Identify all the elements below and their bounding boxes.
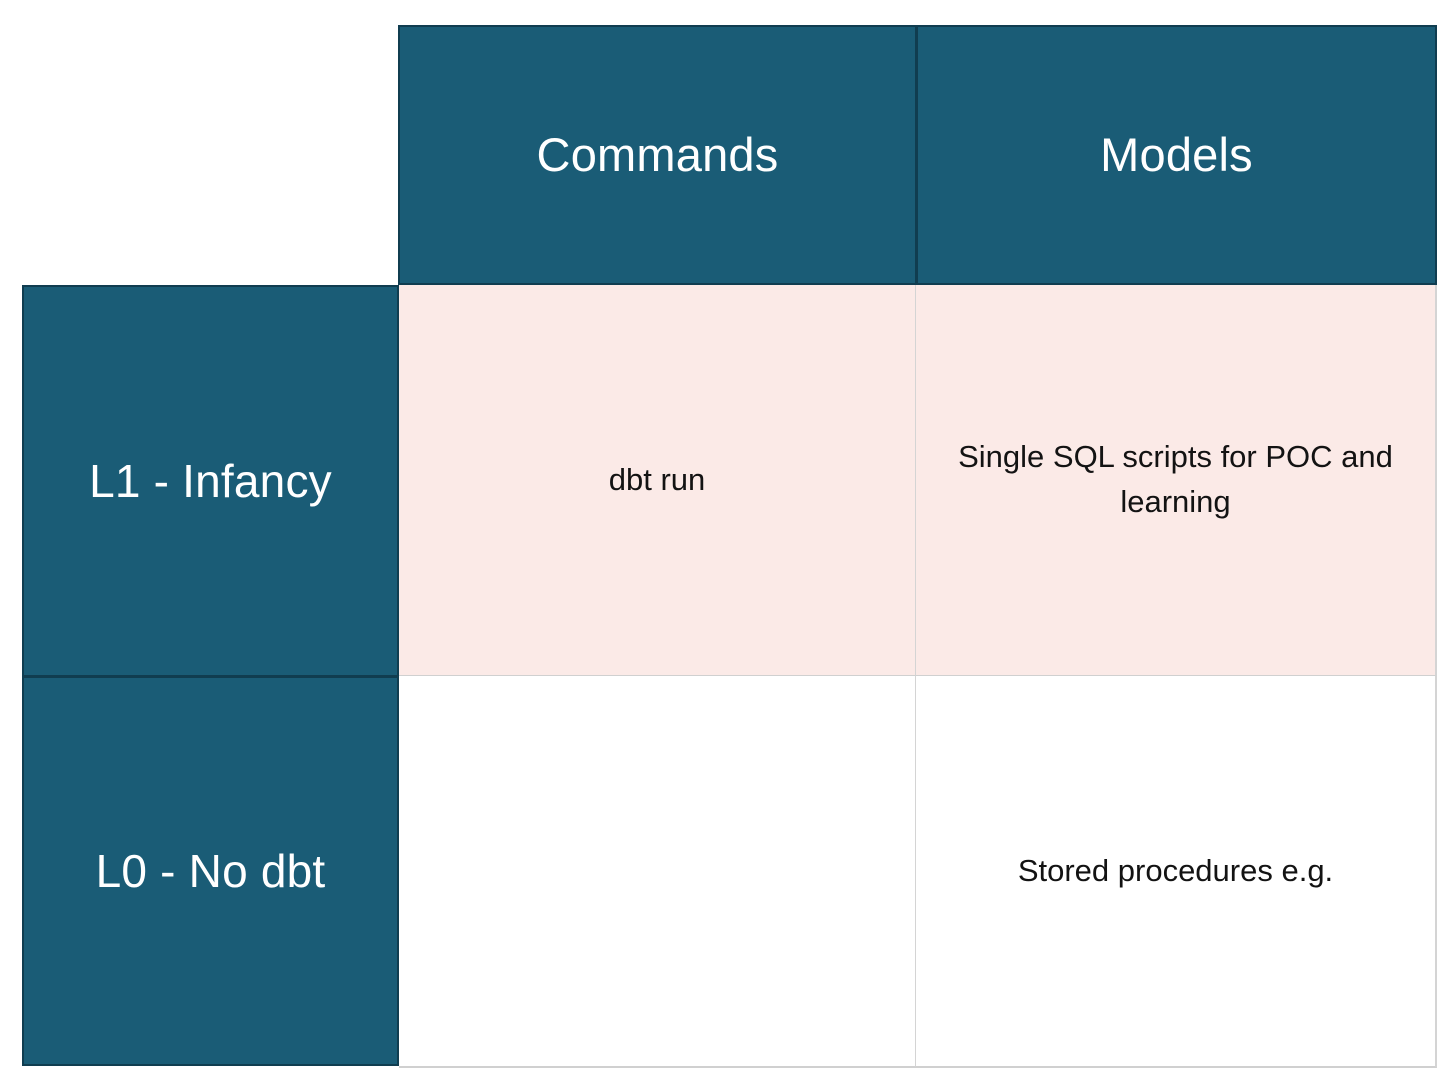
column-header-models: Models bbox=[916, 25, 1437, 285]
cell-l0-models-text: Stored procedures e.g. bbox=[1017, 852, 1334, 888]
cell-l0-commands bbox=[399, 676, 917, 1068]
cell-l0-models: Stored procedures e.g. bbox=[916, 676, 1437, 1068]
column-header-models-label: Models bbox=[1100, 127, 1253, 181]
column-header-commands: Commands bbox=[398, 25, 917, 285]
cell-l1-commands-text: dbt run bbox=[608, 461, 706, 497]
matrix-corner-spacer bbox=[0, 0, 398, 285]
row-header-l0-no-dbt: L0 - No dbt bbox=[22, 676, 399, 1066]
cell-l1-models-text: Single SQL scripts for POC and learning bbox=[958, 439, 1393, 519]
column-header-commands-label: Commands bbox=[536, 127, 779, 181]
row-header-l0-label: L0 - No dbt bbox=[95, 844, 326, 897]
row-header-l1-label: L1 - Infancy bbox=[89, 454, 332, 507]
cell-l1-commands: dbt run bbox=[399, 285, 917, 677]
cell-l1-models: Single SQL scripts for POC and learning bbox=[916, 285, 1437, 677]
row-header-l1-infancy: L1 - Infancy bbox=[22, 285, 399, 677]
